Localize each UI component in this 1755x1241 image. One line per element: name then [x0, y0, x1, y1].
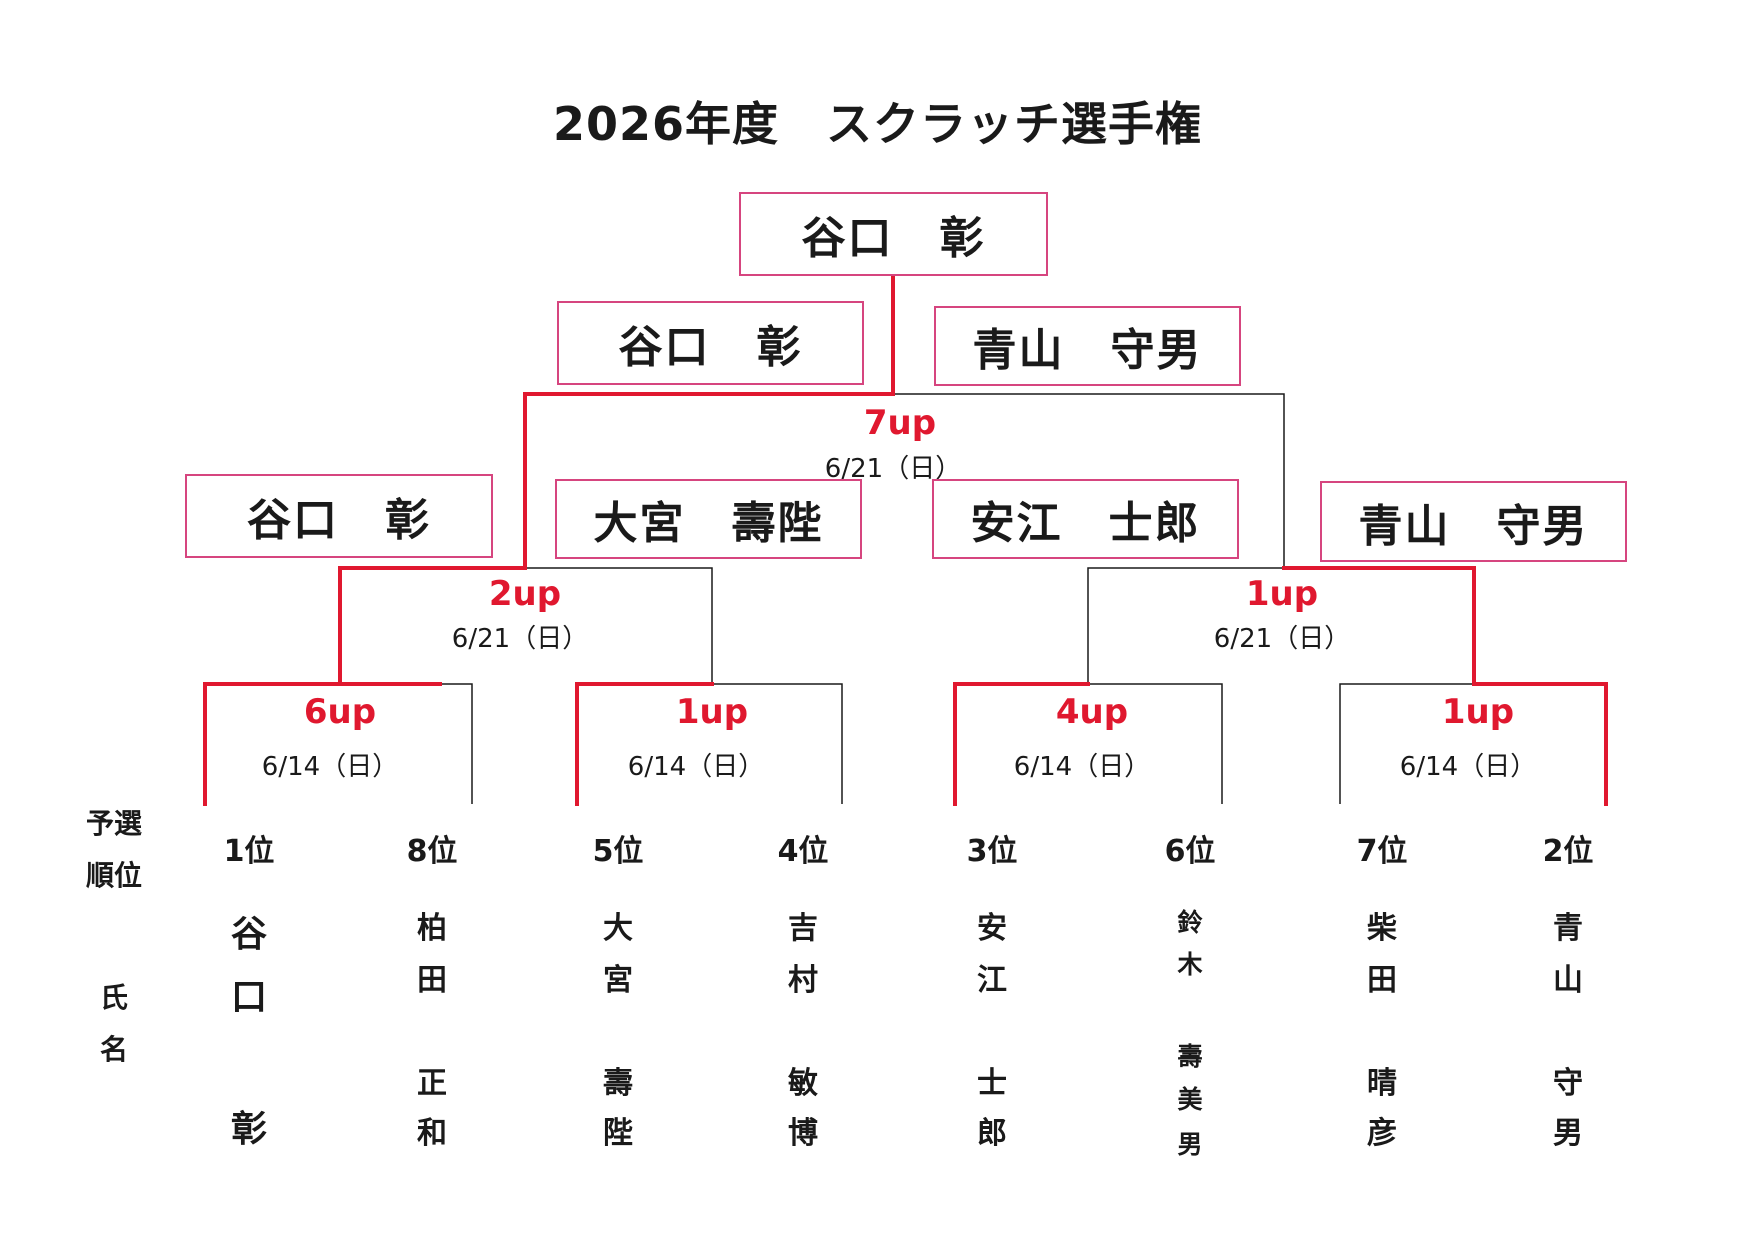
name-label-bottom: 名 — [99, 1033, 128, 1066]
player-rank: 3位 — [966, 834, 1018, 869]
r1-line-black-4 — [1339, 683, 1474, 804]
player-name-char: 吉 — [788, 911, 818, 946]
player-name-char: 宮 — [603, 963, 633, 998]
player-name-char: 青 — [1553, 911, 1583, 946]
r1-result-1: 6up — [303, 692, 377, 732]
final-line-black — [893, 393, 1285, 568]
player-name-char: 柏 — [417, 911, 447, 946]
player-rank: 7位 — [1356, 834, 1408, 869]
sf-line-winner-2 — [1282, 566, 1476, 686]
r1-line-winner-1 — [203, 682, 442, 806]
player-rank: 4位 — [777, 834, 829, 869]
r1-line-winner-2 — [575, 682, 714, 806]
player-name-char: 彦 — [1367, 1116, 1397, 1151]
r1-date-1: 6/14（日） — [261, 752, 399, 782]
r1-result-3: 4up — [1055, 692, 1129, 732]
player-rank: 2位 — [1542, 834, 1594, 869]
r1-date-2: 6/14（日） — [627, 752, 765, 782]
r1-date-3: 6/14（日） — [1013, 752, 1151, 782]
player-name-char: 木 — [1177, 950, 1203, 979]
sf-line-black-2 — [1087, 567, 1284, 684]
sf2-right-box: 青山 守男 — [1320, 481, 1627, 562]
player-name-char: 彰 — [230, 1109, 268, 1150]
player-rank: 1位 — [223, 834, 275, 869]
rank-label-bottom: 順位 — [85, 859, 142, 892]
player-name-char: 正 — [417, 1066, 447, 1101]
r1-result-2: 1up — [675, 692, 749, 732]
champion-box: 谷口 彰 — [739, 192, 1048, 276]
player-name-char: 大 — [603, 911, 633, 946]
r1-line-black-1 — [440, 683, 473, 804]
player-name-char: 田 — [417, 963, 447, 998]
final-right-box: 青山 守男 — [934, 306, 1241, 386]
rank-label-top: 予選 — [85, 807, 142, 840]
final-line-winner — [523, 392, 895, 570]
player-name-char: 口 — [230, 977, 268, 1018]
sf1-right-box: 大宮 壽陛 — [555, 479, 862, 559]
sf1-result: 2up — [488, 574, 562, 614]
sf2-date: 6/21（日） — [1213, 624, 1351, 654]
name-label-top: 氏 — [99, 981, 128, 1014]
r1-line-black-2 — [712, 683, 843, 804]
final-result: 7up — [863, 403, 937, 443]
sf2-result: 1up — [1245, 574, 1319, 614]
sf-line-black-1 — [525, 567, 713, 684]
player-name-char: 鈴 — [1177, 908, 1203, 937]
player-name-char: 美 — [1177, 1085, 1203, 1114]
r1-date-4: 6/14（日） — [1399, 752, 1537, 782]
sf1-left-box: 谷口 彰 — [185, 474, 493, 558]
player-name-char: 柴 — [1367, 911, 1397, 946]
player-rank: 5位 — [592, 834, 644, 869]
r1-line-winner-3 — [953, 682, 1090, 806]
sf1-date: 6/21（日） — [451, 624, 589, 654]
player-name-char: 谷 — [230, 914, 268, 955]
player-rank: 6位 — [1164, 834, 1216, 869]
sf2-left-box: 安江 士郎 — [932, 479, 1239, 559]
player-name-char: 江 — [977, 963, 1007, 998]
player-name-char: 博 — [788, 1116, 818, 1151]
player-name-char: 男 — [1177, 1130, 1203, 1159]
player-name-char: 山 — [1553, 963, 1583, 998]
page-title: 2026年度 スクラッチ選手権 — [552, 97, 1203, 151]
r1-line-black-3 — [1088, 683, 1223, 804]
player-name-char: 男 — [1553, 1116, 1583, 1151]
player-name-char: 安 — [977, 911, 1007, 946]
player-name-char: 敏 — [788, 1066, 818, 1101]
player-name-char: 郎 — [977, 1116, 1007, 1151]
r1-result-4: 1up — [1441, 692, 1515, 732]
player-name-char: 晴 — [1367, 1066, 1397, 1101]
player-name-char: 田 — [1367, 963, 1397, 998]
player-name-char: 壽 — [1177, 1042, 1203, 1071]
final-left-box: 谷口 彰 — [557, 301, 864, 385]
player-name-char: 士 — [977, 1066, 1007, 1101]
name-label: 氏 名 — [79, 972, 149, 1076]
r1-line-winner-4 — [1472, 682, 1608, 806]
player-name-char: 守 — [1553, 1066, 1583, 1101]
rank-label: 予選 順位 — [79, 798, 149, 902]
player-name-char: 村 — [788, 963, 818, 998]
player-name-char: 和 — [417, 1116, 447, 1151]
sf-line-winner-1 — [338, 566, 527, 686]
player-name-char: 陛 — [603, 1116, 633, 1151]
player-rank: 8位 — [406, 834, 458, 869]
player-name-char: 壽 — [603, 1066, 633, 1101]
